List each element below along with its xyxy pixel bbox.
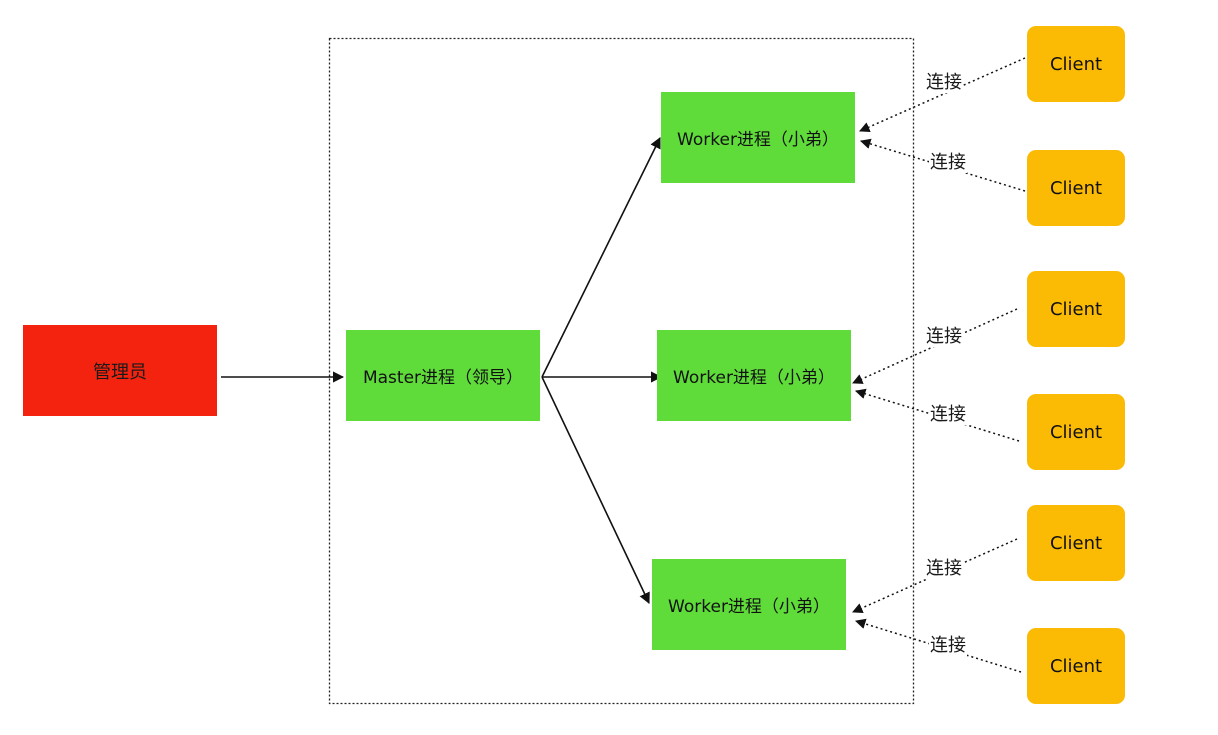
admin-node: 管理员 <box>23 325 217 416</box>
edge-client-1-to-worker-1 <box>859 57 1026 132</box>
client-node-5: Client <box>1027 505 1125 581</box>
connection-label-1: 连接 <box>925 72 963 93</box>
client-node-4: Client <box>1027 394 1125 470</box>
process-group-boundary <box>328 37 915 705</box>
client-node-6: Client <box>1027 628 1125 704</box>
worker-process-node-2: Worker进程（小弟） <box>657 330 851 421</box>
connection-label-5: 连接 <box>925 558 963 579</box>
connection-label-2: 连接 <box>929 152 967 173</box>
client-node-1: Client <box>1027 26 1125 102</box>
client-node-3: Client <box>1027 271 1125 347</box>
worker-process-node-1: Worker进程（小弟） <box>661 92 855 183</box>
connection-label-3: 连接 <box>925 326 963 347</box>
connection-label-4: 连接 <box>929 404 967 425</box>
connection-label-6: 连接 <box>929 635 967 656</box>
edge-master-to-worker-1 <box>541 136 661 378</box>
master-process-node: Master进程（领导） <box>346 330 540 421</box>
worker-process-node-3: Worker进程（小弟） <box>652 559 846 650</box>
edge-master-to-worker-3 <box>541 376 650 605</box>
client-node-2: Client <box>1027 150 1125 226</box>
